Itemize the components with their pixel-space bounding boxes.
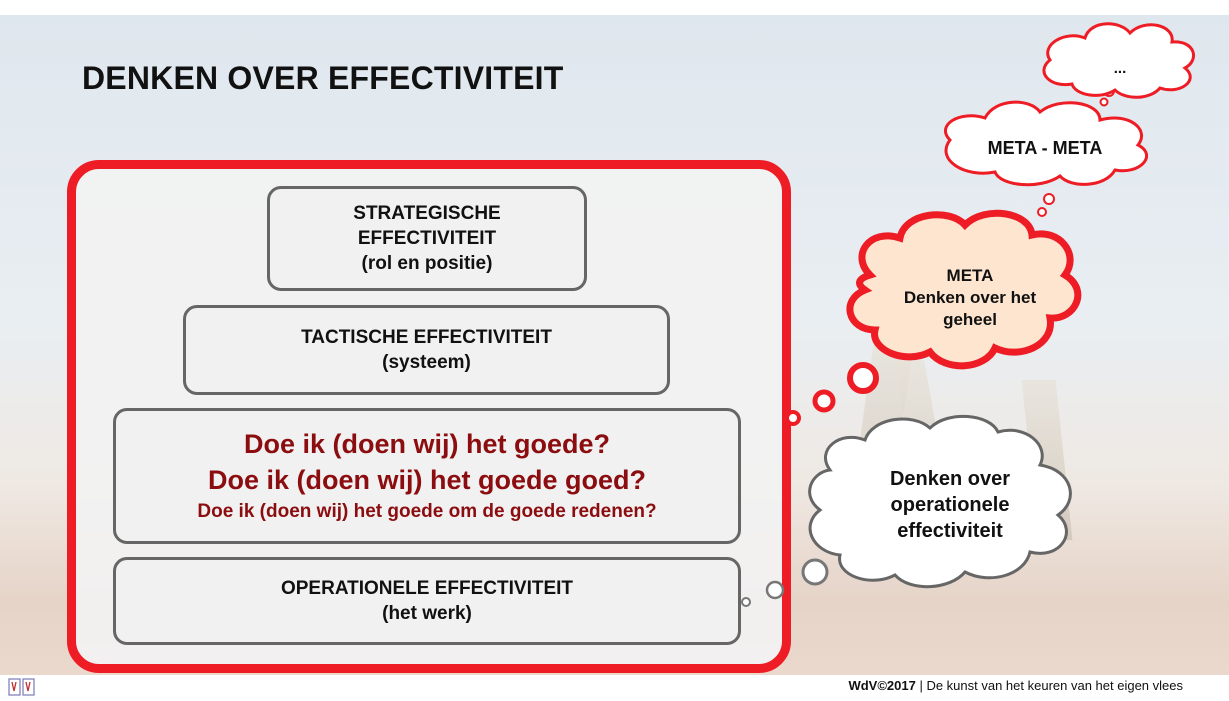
meta-meta-text: META - META (987, 137, 1103, 158)
operational-thinking-line3: effectiviteit (897, 520, 1003, 542)
meta-text-line1: META (946, 266, 994, 285)
meta-text-line3: geheel (943, 310, 997, 329)
ellipsis-text: ... (1113, 59, 1127, 77)
ellipsis-cloud-label: ... (1060, 48, 1180, 88)
question-3: Doe ik (doen wij) het goede om de goede … (197, 501, 657, 522)
slide-title: DENKEN OVER EFFECTIVITEIT (82, 60, 564, 96)
footer-brand: WdV©2017 (848, 678, 916, 693)
question-2: Doe ik (doen wij) het goede goed? (207, 465, 646, 495)
tactical-effectiveness-box: TACTISCHE EFFECTIVITEIT (systeem) (183, 305, 670, 395)
operational-label-line2: (het werk) (382, 603, 472, 624)
slide-footer: WdV©2017 | De kunst van het keuren van h… (848, 678, 1183, 693)
operational-label-line1: OPERATIONELE EFFECTIVITEIT (280, 578, 574, 599)
tactical-label-line1: TACTISCHE EFFECTIVITEIT (301, 327, 552, 348)
footer-text: De kunst van het keuren van het eigen vl… (926, 678, 1183, 693)
strategic-label-line1: STRATEGISCHE (353, 203, 501, 224)
meta-cloud-label: META Denken over het geheel (880, 258, 1060, 338)
strategic-label-line3: (rol en positie) (361, 253, 493, 274)
wdv-logo-icon (8, 678, 36, 701)
questions-box: Doe ik (doen wij) het goede? Doe ik (doe… (113, 408, 741, 544)
meta-text-line2: Denken over het (903, 288, 1037, 307)
operational-effectiveness-box: OPERATIONELE EFFECTIVITEIT (het werk) (113, 557, 741, 645)
operational-thinking-line1: Denken over (889, 468, 1011, 490)
question-1: Doe ik (doen wij) het goede? (243, 429, 611, 459)
strategic-label-line2: EFFECTIVITEIT (357, 228, 497, 249)
footer-separator: | (915, 678, 927, 693)
strategic-effectiveness-box: STRATEGISCHE EFFECTIVITEIT (rol en posit… (267, 186, 587, 291)
operational-cloud-label: Denken over operationele effectiviteit (850, 460, 1050, 550)
meta-meta-cloud-label: META - META (945, 128, 1145, 168)
tactical-label-line2: (systeem) (382, 352, 471, 373)
operational-thinking-line2: operationele (890, 494, 1010, 516)
